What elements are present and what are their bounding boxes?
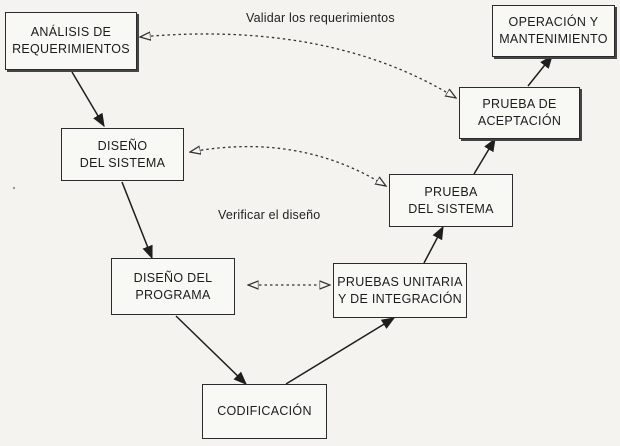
validation-link-requerimientos-aceptacion [140, 34, 456, 98]
box-label-line: DISEÑO [97, 138, 148, 153]
box-prueba-sistema: PRUEBA DEL SISTEMA [389, 174, 513, 227]
box-label-line: DEL SISTEMA [408, 201, 494, 216]
flow-arrow-diseno-sistema-to-diseno-programa [121, 181, 153, 260]
flow-arrow-pruebas-unitaria-to-prueba-sistema [423, 225, 444, 264]
box-prueba-aceptacion: PRUEBA DE ACEPTACIÓN [459, 87, 580, 139]
box-label-line: PROGRAMA [135, 287, 211, 302]
box-label-line: CODIFICACIÓN [217, 404, 312, 418]
flow-arrow-prueba-aceptacion-to-operacion [527, 54, 553, 87]
flow-arrow-codificacion-to-pruebas-unitaria [285, 317, 396, 385]
flow-arrow-prueba-sistema-to-prueba-aceptacion [473, 137, 496, 175]
flow-arrow-analisis-to-diseno-sistema [71, 71, 105, 128]
box-analisis-requerimientos: ANÁLISIS DE REQUERIMIENTOS [5, 12, 137, 70]
label-verificar-diseno: Verificar el diseño [218, 208, 321, 222]
box-label-line: DISEÑO DEL [133, 270, 213, 285]
verification-link-diseno-sistema-prueba-sistema [190, 147, 386, 186]
box-label-line: Y DE INTEGRACIÓN [337, 291, 463, 306]
box-label-line: PRUEBA DE [482, 97, 557, 111]
label-validar-requerimientos: Validar los requerimientos [246, 11, 395, 25]
box-label-line: MANTENIMIENTO [499, 32, 608, 46]
box-label-line: PRUEBA [424, 184, 478, 199]
scan-speck [12, 186, 16, 190]
box-label-line: OPERACIÓN Y [508, 15, 599, 29]
box-diseno-sistema: DISEÑO DEL SISTEMA [61, 128, 184, 181]
box-label-line: DEL SISTEMA [79, 155, 166, 170]
box-label-line: PRUEBAS UNITARIA [337, 274, 463, 289]
box-operacion-mantenimiento: OPERACIÓN Y MANTENIMIENTO [492, 5, 615, 57]
box-diseno-programa: DISEÑO DEL PROGRAMA [111, 258, 235, 315]
box-label-line: REQUERIMIENTOS [12, 42, 130, 56]
box-codificacion: CODIFICACIÓN [202, 384, 327, 439]
box-label-line: ANÁLISIS DE [30, 25, 112, 39]
box-label-line: ACEPTACIÓN [477, 114, 562, 128]
box-pruebas-unitaria: PRUEBAS UNITARIA Y DE INTEGRACIÓN [333, 263, 467, 318]
flow-arrow-diseno-programa-to-codificacion [175, 315, 247, 385]
